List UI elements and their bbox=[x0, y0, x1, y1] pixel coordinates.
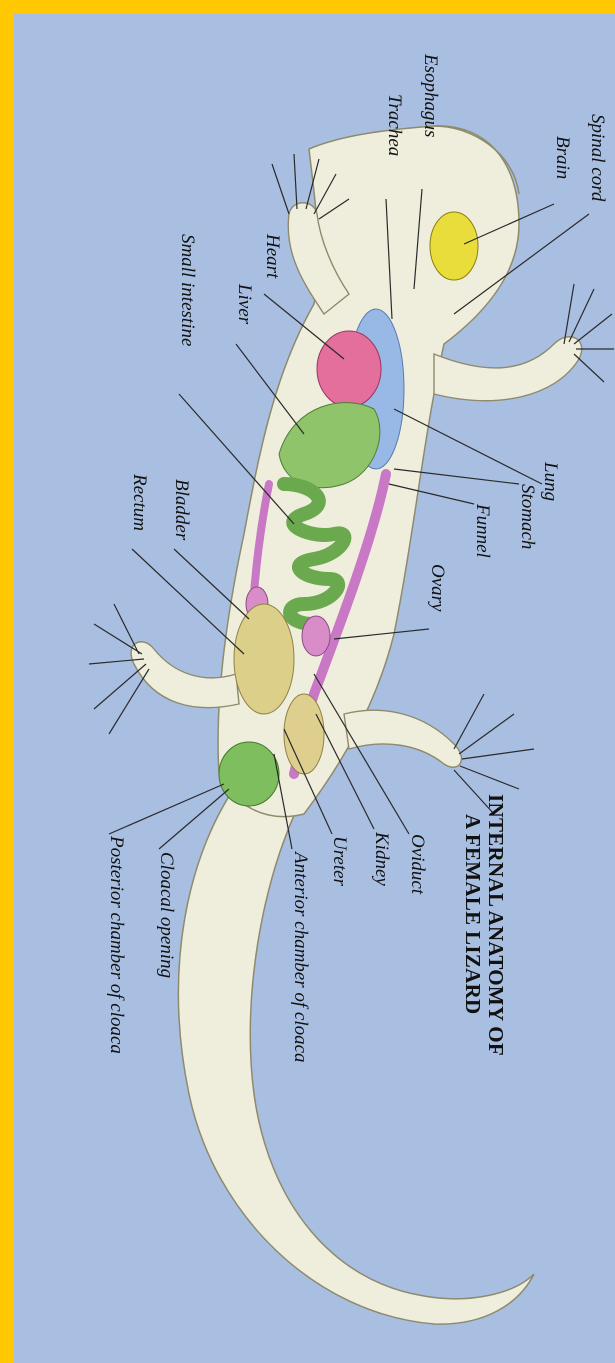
label-bladder: Bladder bbox=[171, 479, 192, 541]
brain-organ bbox=[430, 212, 478, 280]
label-kidney: Kidney bbox=[371, 831, 392, 886]
label-rectum: Rectum bbox=[129, 473, 150, 531]
label-anterior-chamber: Anterior chamber of cloaca bbox=[290, 850, 311, 1063]
heart-organ bbox=[317, 331, 381, 407]
label-ovary: Ovary bbox=[427, 564, 448, 612]
label-spinal-cord: Spinal cord bbox=[587, 114, 608, 202]
label-esophagus: Esophagus bbox=[420, 53, 441, 137]
cloaca-organ bbox=[219, 742, 279, 806]
label-ureter: Ureter bbox=[329, 836, 350, 887]
label-lung: Lung bbox=[540, 461, 561, 501]
label-cloacal-opening: Cloacal opening bbox=[156, 852, 177, 978]
label-posterior-chamber: Posterior chamber of cloaca bbox=[106, 835, 127, 1054]
bladder-organ bbox=[234, 604, 294, 714]
lizard-body bbox=[89, 126, 614, 1324]
label-liver: Liver bbox=[234, 283, 255, 325]
diagram-title: INTERNAL ANATOMY OF A FEMALE LIZARD bbox=[461, 794, 508, 1056]
label-stomach: Stomach bbox=[517, 484, 538, 549]
hind-left-toes bbox=[89, 604, 149, 734]
lizard-diagram: Spinal cord Brain Esophagus Trachea Hear… bbox=[14, 14, 615, 1363]
label-trachea: Trachea bbox=[384, 94, 405, 156]
title-line-1: INTERNAL ANATOMY OF bbox=[484, 794, 508, 1056]
label-funnel: Funnel bbox=[472, 503, 493, 558]
ovary-organ bbox=[302, 616, 330, 656]
title-line-2: A FEMALE LIZARD bbox=[461, 814, 485, 1015]
hind-right-leg bbox=[344, 710, 461, 767]
kidney-organ bbox=[284, 694, 324, 774]
label-heart: Heart bbox=[262, 233, 283, 279]
label-brain: Brain bbox=[552, 136, 573, 179]
label-oviduct: Oviduct bbox=[407, 834, 428, 895]
front-right-leg bbox=[434, 337, 582, 401]
label-small-intestine: Small intestine bbox=[177, 234, 198, 346]
diagram-frame: Spinal cord Brain Esophagus Trachea Hear… bbox=[14, 14, 615, 1363]
